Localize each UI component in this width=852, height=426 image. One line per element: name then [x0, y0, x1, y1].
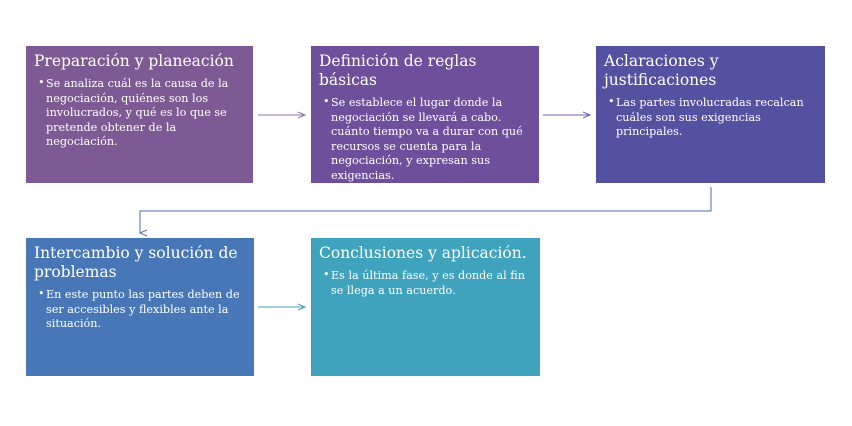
bullet-dot: •	[38, 76, 45, 89]
bullet-dot: •	[323, 268, 330, 281]
step-box-conclusiones: Conclusiones y aplicación. •Es la última…	[311, 238, 540, 376]
arrow-step3-to-step4	[140, 187, 712, 233]
step-bullet: •En este punto las partes deben de ser a…	[38, 287, 246, 332]
step-text: Se analiza cuál es la causa de la negoci…	[46, 77, 229, 148]
step-text: Las partes involucradas recalcan cuáles …	[616, 96, 804, 138]
step-text: Es la última fase, y es donde al fin se …	[331, 269, 525, 297]
step-title: Aclaraciones y justificaciones	[604, 52, 719, 89]
step-title: Preparación y planeación	[34, 52, 234, 70]
step-box-aclaraciones: Aclaraciones y justificaciones •Las part…	[596, 46, 825, 183]
bullet-dot: •	[608, 95, 615, 108]
step-text: Se establece el lugar donde la negociaci…	[331, 96, 523, 182]
step-bullet: •Se analiza cuál es la causa de la negoc…	[38, 76, 245, 150]
bullet-dot: •	[323, 95, 330, 108]
bullet-dot: •	[38, 287, 45, 300]
step-title: Conclusiones y aplicación.	[319, 244, 527, 262]
step-title: Definición de reglas básicas	[319, 52, 477, 89]
step-bullet: •Es la última fase, y es donde al fin se…	[323, 268, 532, 298]
step-box-intercambio: Intercambio y solución de problemas •En …	[26, 238, 254, 376]
step-text: En este punto las partes deben de ser ac…	[46, 288, 240, 330]
step-box-definicion: Definición de reglas básicas •Se estable…	[311, 46, 539, 183]
step-title: Intercambio y solución de problemas	[34, 244, 238, 281]
step-bullet: •Las partes involucradas recalcan cuáles…	[608, 95, 817, 140]
step-box-preparacion: Preparación y planeación •Se analiza cuá…	[26, 46, 253, 183]
step-bullet: •Se establece el lugar donde la negociac…	[323, 95, 531, 183]
